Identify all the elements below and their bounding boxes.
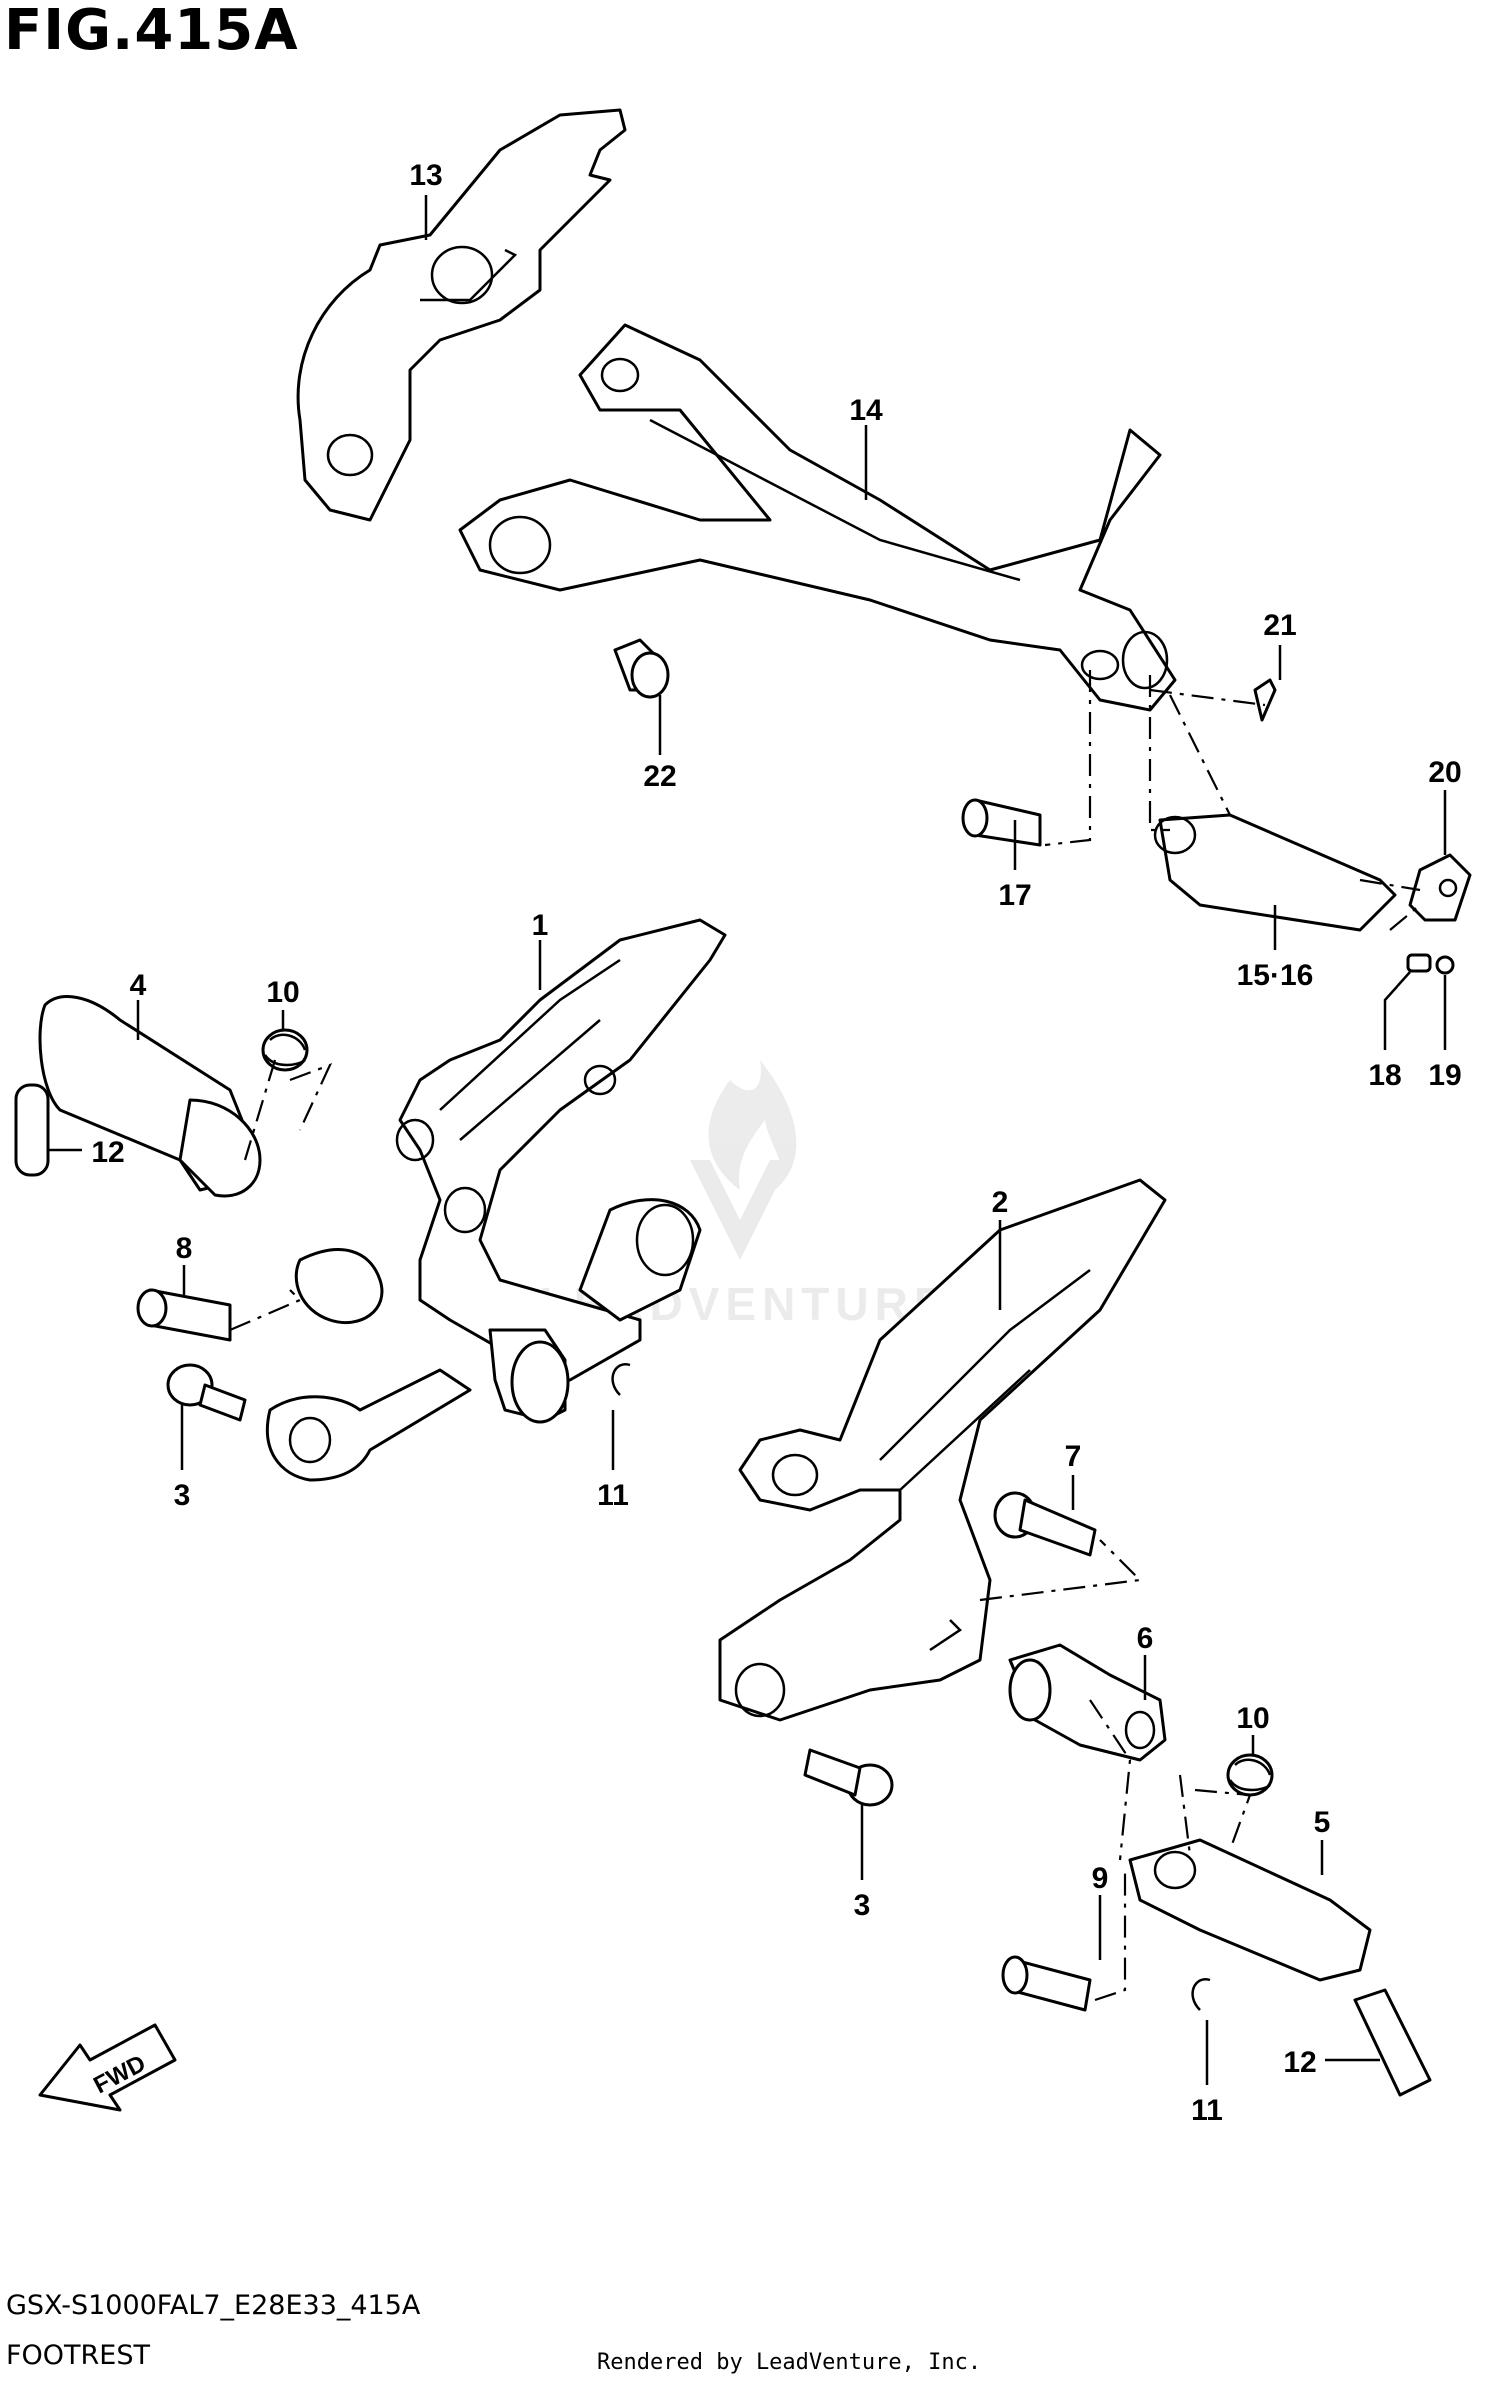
part-14-rear-bracket [458, 323, 1177, 712]
callout-7: 7 [1065, 1440, 1082, 1473]
part-7-bolt [993, 1491, 1097, 1557]
callout-8: 8 [176, 1232, 193, 1265]
fwd-arrow-icon: FWD [38, 2023, 177, 2112]
figure-title: FIG.415A [4, 0, 299, 63]
assembly-lines [229, 670, 1421, 2002]
part-22-bolt [613, 638, 670, 699]
callout-6: 6 [1137, 1622, 1154, 1655]
callout-11-right: 11 [1191, 2094, 1223, 2127]
part-11-circlip-left [611, 1363, 631, 1396]
callout-10-left: 10 [266, 976, 299, 1009]
part-6-peg-bracket [1008, 1643, 1167, 1762]
callout-9: 9 [1092, 1862, 1109, 1895]
leader-lines [48, 195, 1447, 2085]
part-9-pin [1001, 1955, 1092, 2012]
callout-15-16: 15·16 [1237, 959, 1314, 992]
part-21-cotter-pin [1253, 678, 1277, 722]
page-caption: FOOTREST [6, 2340, 150, 2371]
part-18-screw [1406, 953, 1432, 973]
callout-3-left: 3 [174, 1479, 191, 1512]
part-5-front-footpeg-right [1128, 1838, 1372, 1982]
callout-5: 5 [1314, 1806, 1331, 1839]
part-2-front-bracket-right [718, 1178, 1167, 1722]
part-3-bolt-right [803, 1748, 894, 1807]
part-4-front-footpeg-left [38, 995, 262, 1198]
render-credit: Rendered by LeadVenture, Inc. [597, 2350, 982, 2375]
part-8-pin [136, 1288, 232, 1342]
callout-4: 4 [130, 969, 147, 1002]
callout-1: 1 [532, 909, 549, 942]
callout-labels: 13 14 21 20 22 17 15·16 18 19 1 4 10 12 … [91, 159, 1461, 2127]
callout-12-left: 12 [91, 1136, 124, 1169]
callout-21: 21 [1263, 609, 1296, 642]
callout-11-left: 11 [597, 1479, 629, 1512]
part-17-pin [961, 798, 1042, 847]
part-15-16-rear-footpeg [1153, 813, 1397, 932]
callout-20: 20 [1428, 756, 1461, 789]
callout-17: 17 [998, 879, 1031, 912]
callout-19: 19 [1428, 1059, 1461, 1092]
part-3-bolt-left [166, 1363, 247, 1422]
callout-13: 13 [409, 159, 442, 192]
part-11-circlip-right [1191, 1978, 1211, 2011]
part-10-spring-right [1226, 1753, 1274, 1797]
callout-22: 22 [643, 760, 676, 793]
callout-12-right: 12 [1283, 2046, 1316, 2079]
part-13-bracket [296, 108, 627, 522]
callout-2: 2 [992, 1186, 1009, 1219]
model-code: GSX-S1000FAL7_E28E33_415A [6, 2290, 421, 2321]
callout-14: 14 [849, 394, 883, 427]
callout-18: 18 [1368, 1059, 1401, 1092]
part-19-washer [1435, 955, 1455, 975]
callout-10-right: 10 [1236, 1702, 1269, 1735]
part-12-pin-right [1353, 1988, 1432, 2097]
part-1-front-bracket-left [265, 918, 727, 1482]
part-10-spring-left [261, 1028, 309, 1072]
callout-3-right: 3 [854, 1889, 871, 1922]
part-12-pin-left [14, 1083, 50, 1177]
